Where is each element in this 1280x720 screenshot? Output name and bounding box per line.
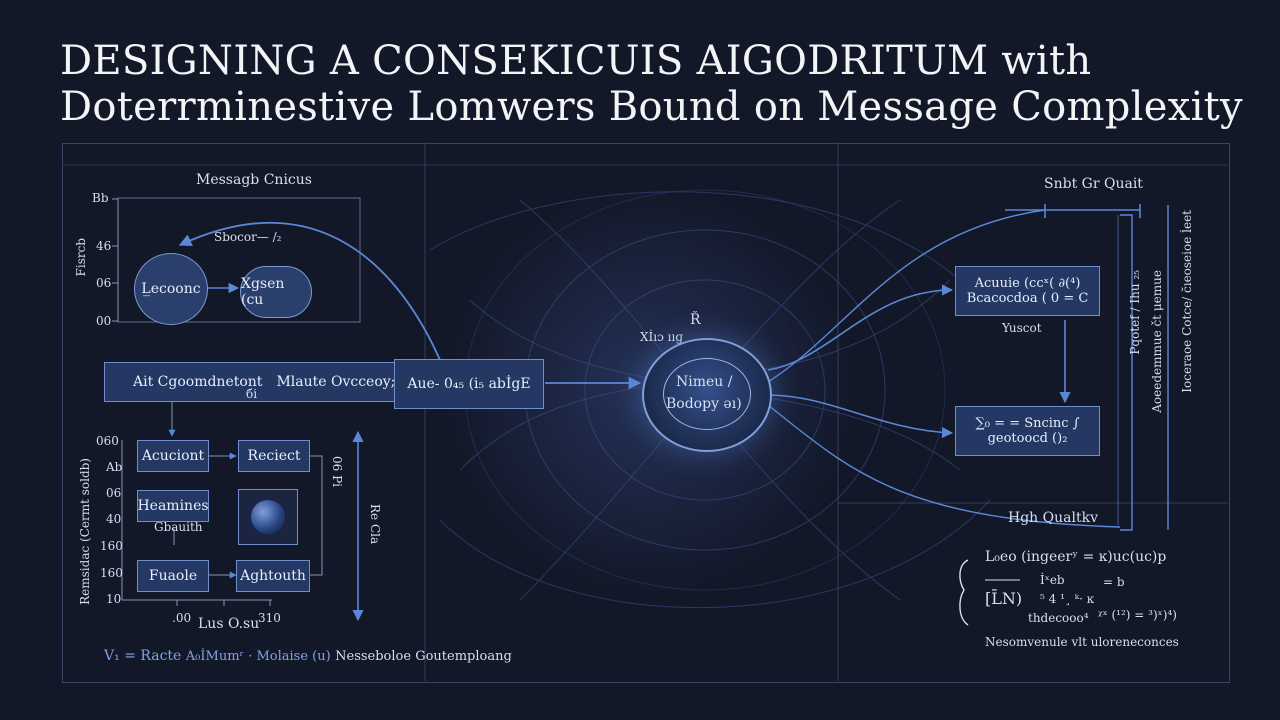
formula-caption: Nesomvenule vlt uloreneconces (985, 635, 1179, 649)
center-top-label: Xİıɔ ııɡ (640, 330, 684, 344)
coordinator-bar[interactable]: Ait Cgoomdnetont Mlaute Ovcceoy; (104, 362, 400, 402)
page-title: DESIGNING A CONSEKICUIS AIGODRITUM with … (60, 38, 1243, 130)
stage-box-aghtouth[interactable]: Aghtouth (236, 560, 310, 592)
y-tick: Ab (106, 460, 123, 474)
bottom-caption: V₁ = Racte A₀İMumʳ · Molaise (u) Nessebo… (104, 648, 512, 664)
y-axis-label: Fisrcb (74, 238, 88, 277)
right-box-2-line-1: ∑₀ = = Sncinc ∫ (975, 416, 1080, 431)
caption-text-c: Nesseboloe Goutemploang (335, 649, 512, 664)
formula-line-4b: ᵡˣ (¹²) = ³)ˣ)⁴) (1098, 608, 1177, 622)
right-axis-label-b: Re Cla (368, 504, 382, 545)
x-tick: 310 (258, 611, 281, 625)
diagram-frame (62, 143, 1230, 683)
formula-line-1: L₀eo (ingeerʸ = ĸ)uc(uc)p (985, 549, 1167, 565)
x-axis-label: Lus O.su (198, 616, 260, 632)
formula-line-4a: thdecooo⁴ (1028, 611, 1089, 625)
y-tick: Bb (92, 191, 109, 205)
title-line-2: Doterrminestive Lomwers Bound on Message… (60, 84, 1243, 130)
right-vertical-a: Pqotef / Ihu ₂₅ (1128, 270, 1142, 355)
formula-line-2b: = b (1103, 575, 1125, 589)
y-axis-label: Remsidac (Cermt soldb) (78, 458, 92, 605)
formula-line-3a: [L̄N) (985, 589, 1023, 608)
stage-box-acuciont[interactable]: Acuciont (137, 440, 209, 472)
node-lecoonc[interactable]: L̲ecoonc (134, 253, 208, 325)
right-axis-label-a: 06 Pi (330, 456, 344, 487)
bar-label-2: Mlaute Ovcceoy; (276, 374, 396, 390)
sphere-icon (251, 500, 285, 534)
right-box-2[interactable]: ∑₀ = = Sncinc ∫ geotoocd ()₂ (955, 406, 1100, 456)
center-top-label-b: R̆ (690, 312, 701, 328)
bar-label-1: Ait Cgoomdnetont (133, 374, 263, 390)
stage-box-heamines[interactable]: Heamines (137, 490, 209, 522)
y-tick: 060 (96, 434, 119, 448)
y-tick: 06 (106, 486, 122, 500)
stage-box-fuaole[interactable]: Fuaole (137, 560, 209, 592)
formula-line-3b: ⁵ 4 ¹¸ ᵏ· ĸ (1040, 592, 1094, 606)
right-box-2-line-2: geotoocd ()₂ (987, 431, 1068, 446)
core-label-2: Bodopy əı) (666, 396, 742, 412)
message-box[interactable]: Aue- 0₄₅ (і₅ abİgE (394, 359, 544, 409)
y-tick: 160 (100, 539, 123, 553)
right-box-1-line-1: Acuuie (ccˣ( ∂(⁴) (974, 276, 1081, 291)
stage-box-reciect[interactable]: Reciect (238, 440, 310, 472)
consensus-core-inner-ring (663, 358, 751, 430)
core-label-1: Nimeu / (676, 374, 733, 390)
stage-label: Gbauith (154, 520, 203, 534)
right-box-1[interactable]: Acuuie (ccˣ( ∂(⁴) Bcacocdoa ( 0 = C (955, 266, 1100, 316)
y-tick: 160 (100, 566, 123, 580)
y-tick: 06 (96, 276, 112, 290)
caption-text-a: = Racte (124, 648, 182, 664)
right-vertical-c: Ioceraoe Cotce/ c̆ıeoseioe ĺeet (1180, 210, 1194, 393)
y-tick: 40 (106, 512, 122, 526)
sphere-box[interactable] (238, 489, 298, 545)
message-chart-heading: Messagb Cnicus (196, 172, 312, 188)
y-tick: 10 (106, 592, 122, 606)
high-quality-label: Hgh Qualtkv (1008, 510, 1098, 526)
node-xgsen[interactable]: Xgsen (cu (240, 266, 312, 318)
right-box-1-caption: Yuscot (1002, 321, 1042, 335)
y-tick: 00 (96, 314, 112, 328)
caption-symbol: V₁ (104, 648, 120, 664)
caption-text-b: A₀İMumʳ · Molaise (u) (185, 649, 331, 664)
bar-sub-label: бі (246, 387, 258, 401)
edge-label: Sbocor— /₂ (214, 230, 282, 244)
title-line-1: DESIGNING A CONSEKICUIS AIGODRITUM with (60, 38, 1092, 84)
right-box-1-line-2: Bcacocdoa ( 0 = C (966, 291, 1089, 306)
y-tick: 46 (96, 239, 112, 253)
formula-line-2a: İˣeb (1040, 573, 1065, 587)
x-tick: .00 (172, 611, 192, 625)
right-vertical-b: Aoeedemmue čt μemue (1150, 270, 1164, 413)
right-top-label: Snbt Gr Quait (1044, 176, 1143, 192)
